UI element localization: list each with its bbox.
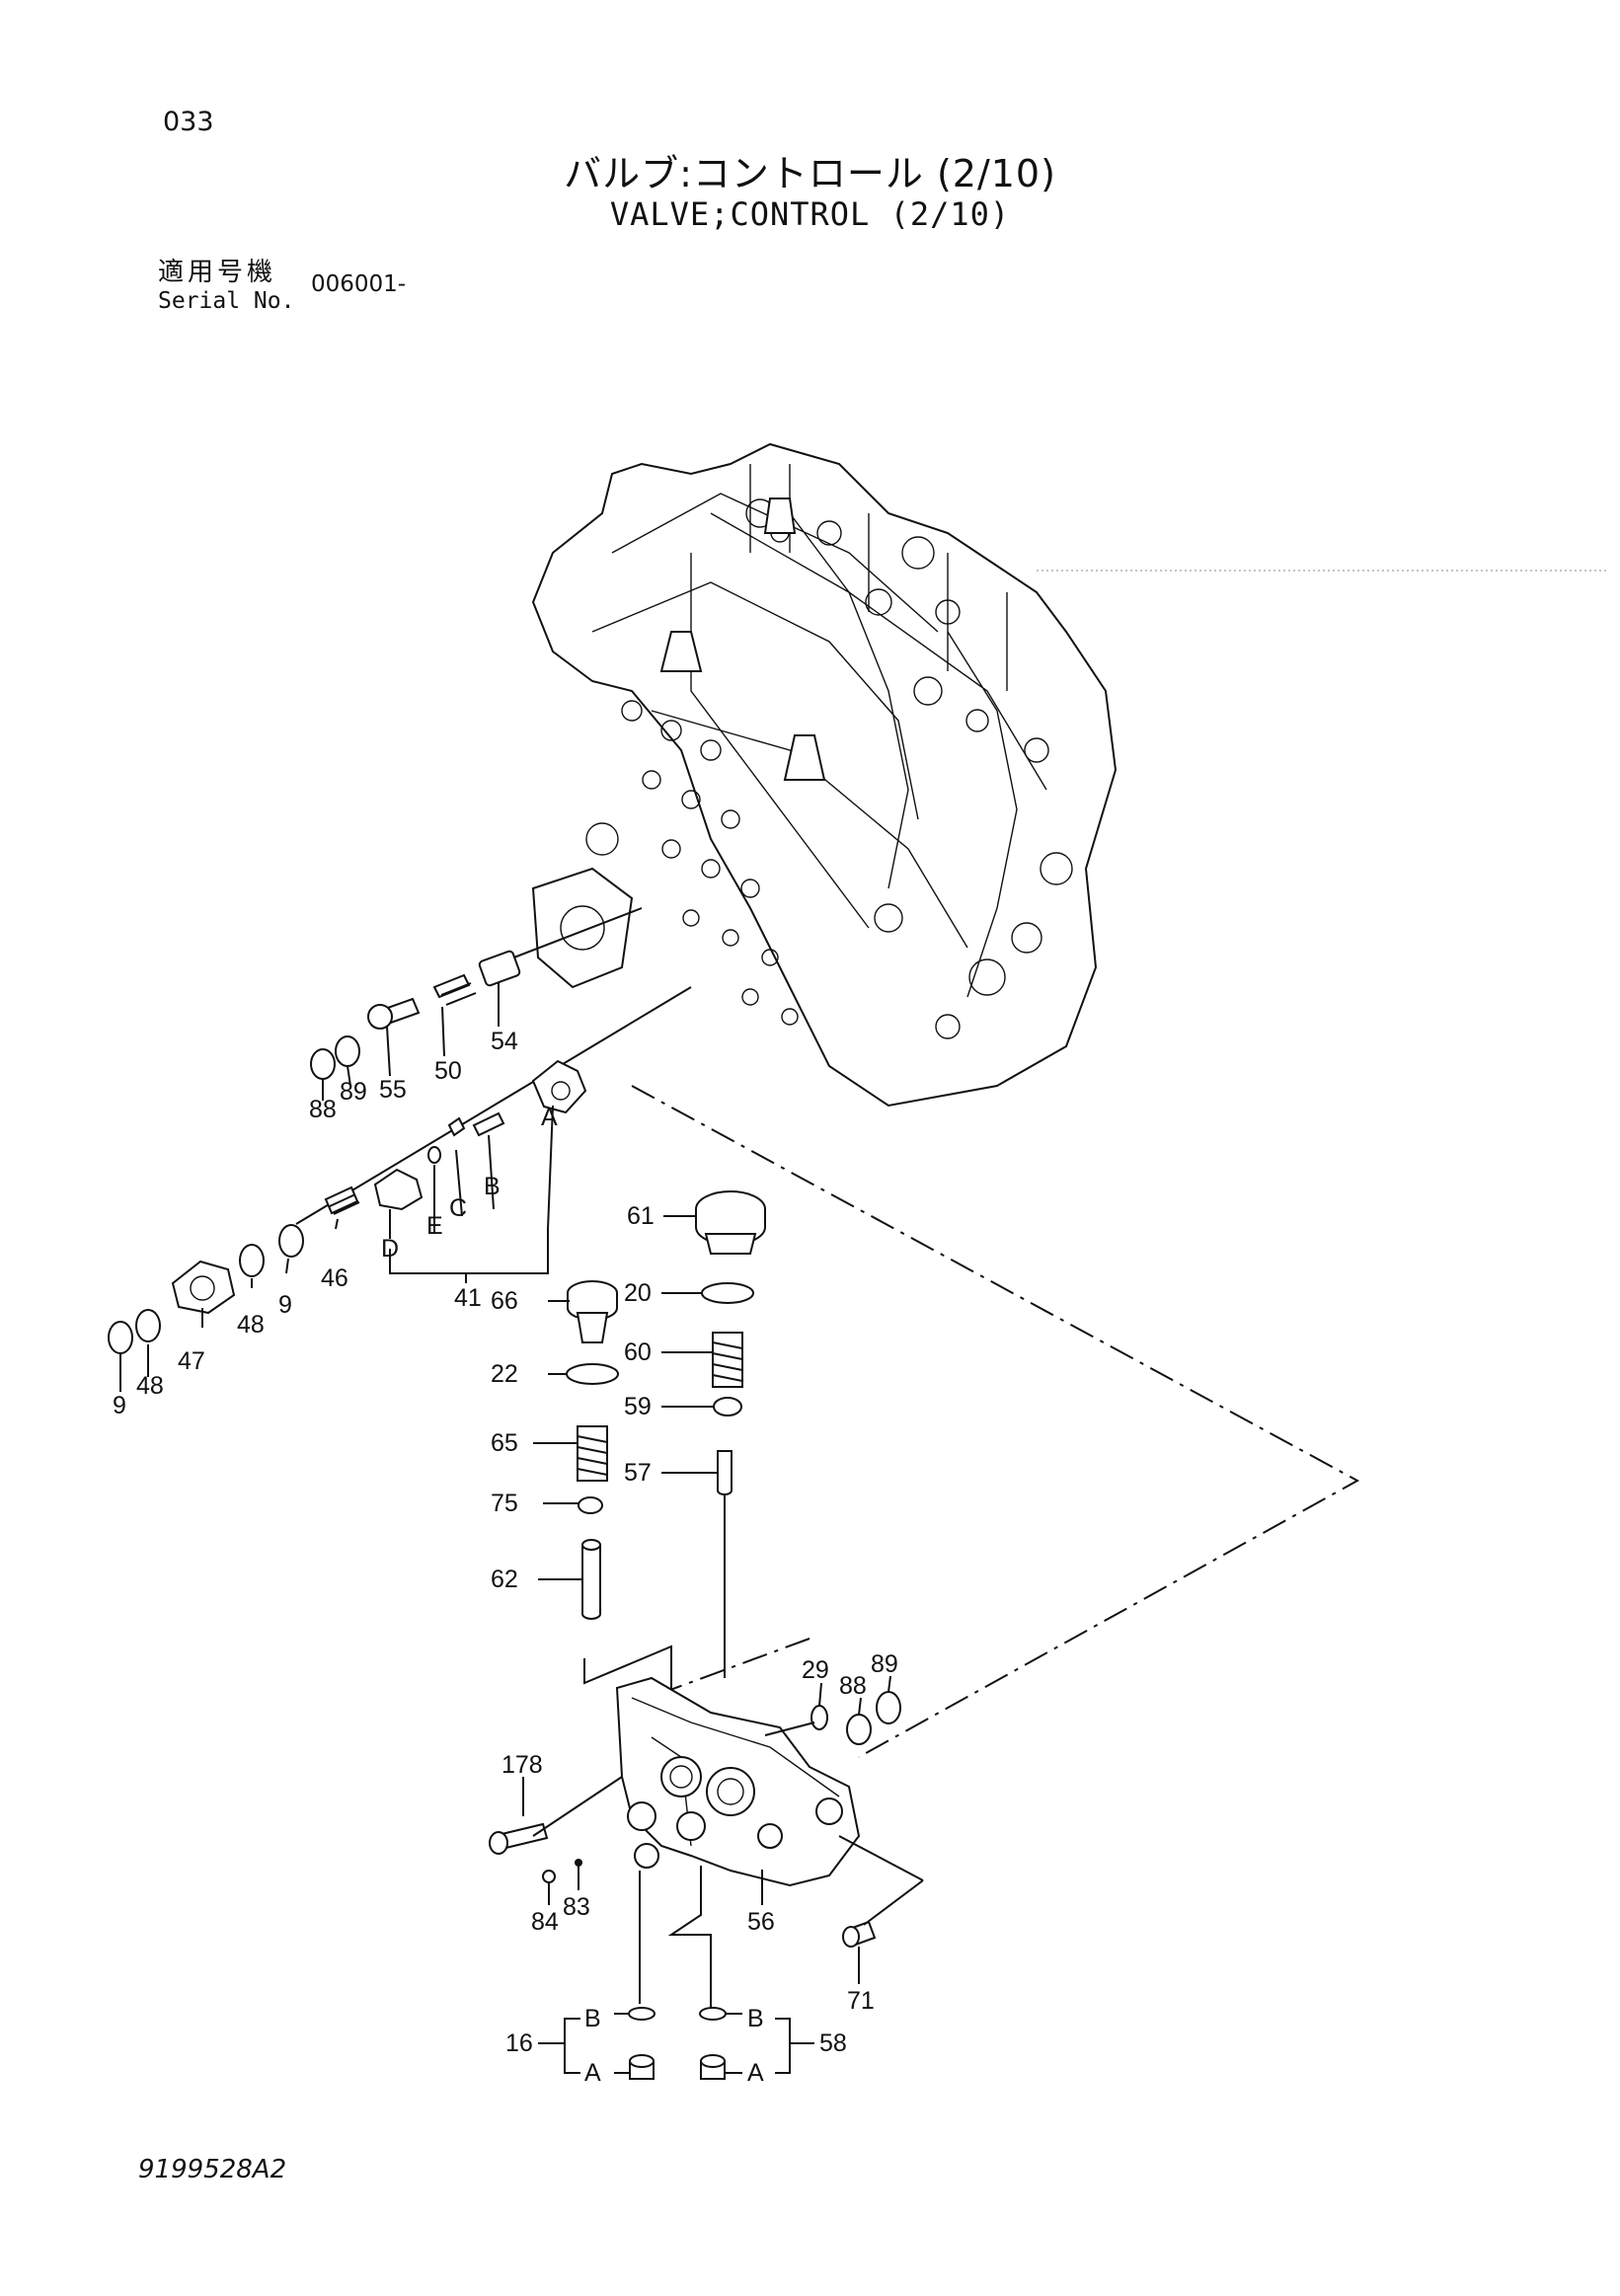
callout-88b: 88 — [839, 1672, 867, 1700]
drawing-number: 9199528A2 — [138, 2155, 287, 2184]
callout-89b: 89 — [871, 1650, 898, 1678]
relief-plug-parts — [310, 907, 643, 1101]
callout-22: 22 — [491, 1360, 518, 1388]
callout-58-B: B — [747, 2005, 764, 2032]
serial-label-english: Serial No. — [158, 288, 295, 314]
title-english: VALVE;CONTROL (2/10) — [609, 195, 1011, 233]
callout-48: 48 — [237, 1311, 265, 1339]
callout-66: 66 — [491, 1287, 518, 1315]
callout-9b: 9 — [113, 1392, 126, 1419]
callout-56: 56 — [747, 1908, 775, 1936]
callout-47: 47 — [178, 1347, 205, 1375]
callout-50: 50 — [434, 1057, 462, 1085]
serial-number-value: 006001- — [311, 271, 407, 297]
callout-75: 75 — [491, 1490, 518, 1517]
callout-58: 58 — [819, 2029, 847, 2057]
callout-labels: 54 50 55 88 89 A B C E D 41 46 9 48 47 4… — [113, 1028, 898, 2087]
callout-E: E — [426, 1212, 443, 1240]
callout-9: 9 — [278, 1291, 292, 1319]
callout-88: 88 — [309, 1096, 337, 1123]
callout-16-A: A — [584, 2059, 601, 2087]
serial-label-japanese: 適用号機 — [158, 258, 277, 287]
callout-B: B — [484, 1173, 501, 1200]
callout-71: 71 — [847, 1987, 875, 2015]
callout-16-B: B — [584, 2005, 601, 2032]
callout-16: 16 — [505, 2029, 533, 2057]
page-number: 033 — [163, 107, 214, 137]
callout-20: 20 — [624, 1279, 652, 1307]
title-japanese: バルブ:コントロール (2/10) — [564, 152, 1056, 195]
callout-54: 54 — [491, 1028, 518, 1055]
plug-spring-stack-left — [533, 1280, 672, 1752]
callout-61: 61 — [627, 1202, 655, 1230]
control-valve-assembly-drawing — [531, 442, 1609, 1108]
callout-57: 57 — [624, 1459, 652, 1487]
assembly-dash-line-main — [631, 1085, 1360, 1758]
callout-89: 89 — [340, 1078, 367, 1106]
callout-59: 59 — [624, 1393, 652, 1420]
callout-178: 178 — [501, 1751, 543, 1779]
plug-assembly-16 — [538, 2007, 656, 2080]
callout-55: 55 — [379, 1076, 407, 1104]
callout-65: 65 — [491, 1429, 518, 1457]
callout-83: 83 — [563, 1893, 590, 1921]
relief-valve-assembly-41 — [108, 986, 692, 1392]
callout-A: A — [541, 1104, 558, 1131]
callout-D: D — [381, 1235, 399, 1263]
callout-84: 84 — [531, 1908, 559, 1936]
callout-48b: 48 — [136, 1372, 164, 1400]
callout-41: 41 — [454, 1284, 482, 1312]
callout-29: 29 — [802, 1656, 829, 1684]
callout-C: C — [449, 1194, 467, 1222]
callout-60: 60 — [624, 1339, 652, 1366]
callout-58-A: A — [747, 2059, 764, 2087]
valve-body-56 — [489, 1675, 924, 2014]
plug-spring-stack-right — [661, 1190, 766, 1678]
assembly-dash-line-right — [621, 1638, 810, 1709]
callout-46: 46 — [321, 1264, 348, 1292]
plug-assembly-58 — [699, 2007, 814, 2080]
callout-62: 62 — [491, 1566, 518, 1593]
